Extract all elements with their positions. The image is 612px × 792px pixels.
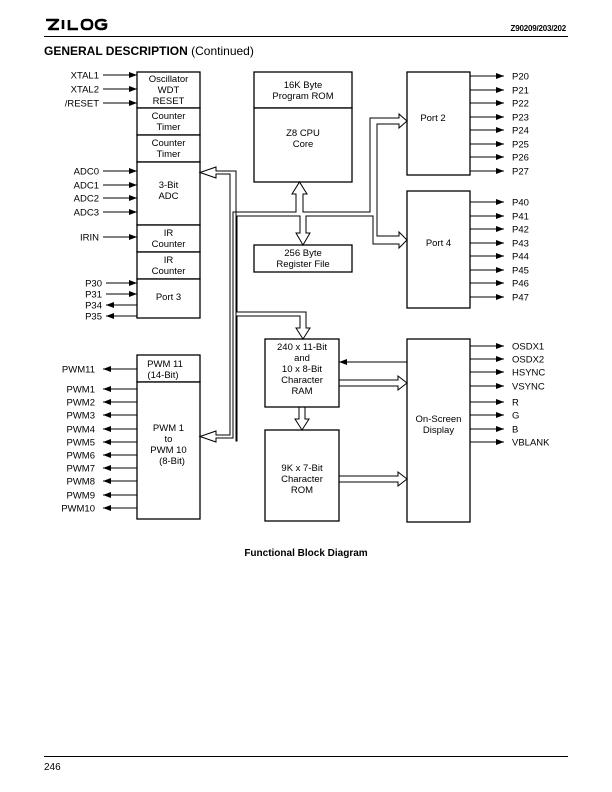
signal-p42-label: P42	[512, 225, 529, 236]
signal-adc1-label: ADC1	[74, 181, 99, 192]
signal-pwm2-label: PWM2	[67, 398, 96, 409]
signal-reset-label: /RESET	[65, 99, 100, 110]
port2-label: Port 2	[420, 113, 445, 124]
signal-p43-label: P43	[512, 239, 529, 250]
cpu-core-block	[253, 107, 353, 183]
port3-block	[136, 278, 201, 319]
signal-pwm4-label: PWM4	[67, 425, 96, 436]
signal-p46-label: P46	[512, 279, 529, 290]
signal-p25-label: P25	[512, 140, 529, 151]
signal-pwm5-label: PWM5	[67, 438, 96, 449]
osd-block	[406, 338, 471, 523]
signal-p31-label: P31	[85, 290, 102, 301]
signal-p44-label: P44	[512, 252, 529, 263]
ir-counter-block-1	[136, 224, 201, 253]
signal-pwm10-label: PWM10	[61, 504, 95, 515]
section-title: GENERAL DESCRIPTION (Continued)	[44, 44, 254, 58]
counter-timer-block-1	[136, 107, 201, 136]
section-title-text: GENERAL DESCRIPTION	[44, 44, 188, 58]
signal-pwm11-label: PWM11	[62, 365, 95, 376]
register-file-block	[253, 244, 353, 273]
signal-osdx1-label: OSDX1	[512, 342, 544, 353]
signal-pwm7-label: PWM7	[67, 464, 96, 475]
signal-g-label: G	[512, 411, 519, 422]
signal-pwm1-label: PWM1	[67, 385, 96, 396]
diagram-caption: Functional Block Diagram	[244, 548, 368, 559]
signal-adc3-label: ADC3	[74, 208, 99, 219]
counter-timer-block-2	[136, 134, 201, 163]
signal-pwm3-label: PWM3	[67, 411, 96, 422]
part-number: Z90209/203/202	[510, 24, 567, 33]
adc-block	[136, 161, 201, 226]
signal-xtal1-label: XTAL1	[71, 71, 99, 82]
signal-p23-label: P23	[512, 113, 529, 124]
port3-label: Port 3	[156, 292, 181, 303]
osd-to-ram-bus	[338, 374, 408, 392]
pwm11-label: PWM 11(14-Bit)	[147, 359, 183, 381]
signal-p20-label: P20	[512, 72, 529, 83]
signal-p45-label: P45	[512, 266, 529, 277]
signal-p30-label: P30	[85, 279, 102, 290]
signal-pwm8-label: PWM8	[67, 477, 96, 488]
signal-hsync-label: HSYNC	[512, 368, 545, 379]
signal-b-label: B	[512, 425, 518, 436]
ir-counter-block-2	[136, 251, 201, 280]
signal-p41-label: P41	[512, 212, 529, 223]
signal-p27-label: P27	[512, 167, 529, 178]
footer-rule	[44, 756, 568, 757]
signal-p40-label: P40	[512, 198, 529, 209]
signal-p34-label: P34	[85, 301, 102, 312]
signal-p21-label: P21	[512, 86, 529, 97]
section-title-continued: (Continued)	[191, 44, 254, 58]
page-number: 246	[44, 762, 61, 773]
ram-to-rom-bus	[294, 406, 310, 431]
signal-adc0-label: ADC0	[74, 167, 99, 178]
port4-label: Port 4	[426, 238, 451, 249]
signal-pwm6-label: PWM6	[67, 451, 96, 462]
program-rom-block	[253, 71, 353, 109]
signal-adc2-label: ADC2	[74, 194, 99, 205]
rom-to-osd-bus	[338, 470, 408, 488]
signal-p26-label: P26	[512, 153, 529, 164]
port2-block	[406, 71, 471, 176]
signal-pwm9-label: PWM9	[67, 491, 96, 502]
signal-p24-label: P24	[512, 126, 529, 137]
signal-p47-label: P47	[512, 293, 529, 304]
signal-xtal2-label: XTAL2	[71, 85, 99, 96]
signal-osdx2-label: OSDX2	[512, 355, 544, 366]
header-rule	[44, 36, 568, 37]
character-ram-block	[264, 338, 340, 408]
signal-p22-label: P22	[512, 99, 529, 110]
character-rom-block	[264, 429, 340, 522]
signal-vblank-label: VBLANK	[512, 438, 550, 449]
pwm1-10-block	[136, 381, 201, 520]
signal-vsync-label: VSYNC	[512, 382, 545, 393]
signal-r-label: R	[512, 398, 519, 409]
port4-block	[406, 190, 471, 309]
signal-irin-label: IRIN	[80, 233, 99, 244]
zilog-logo	[46, 18, 108, 31]
peripheral-bus-left	[198, 112, 408, 443]
signal-p35-label: P35	[85, 312, 102, 323]
